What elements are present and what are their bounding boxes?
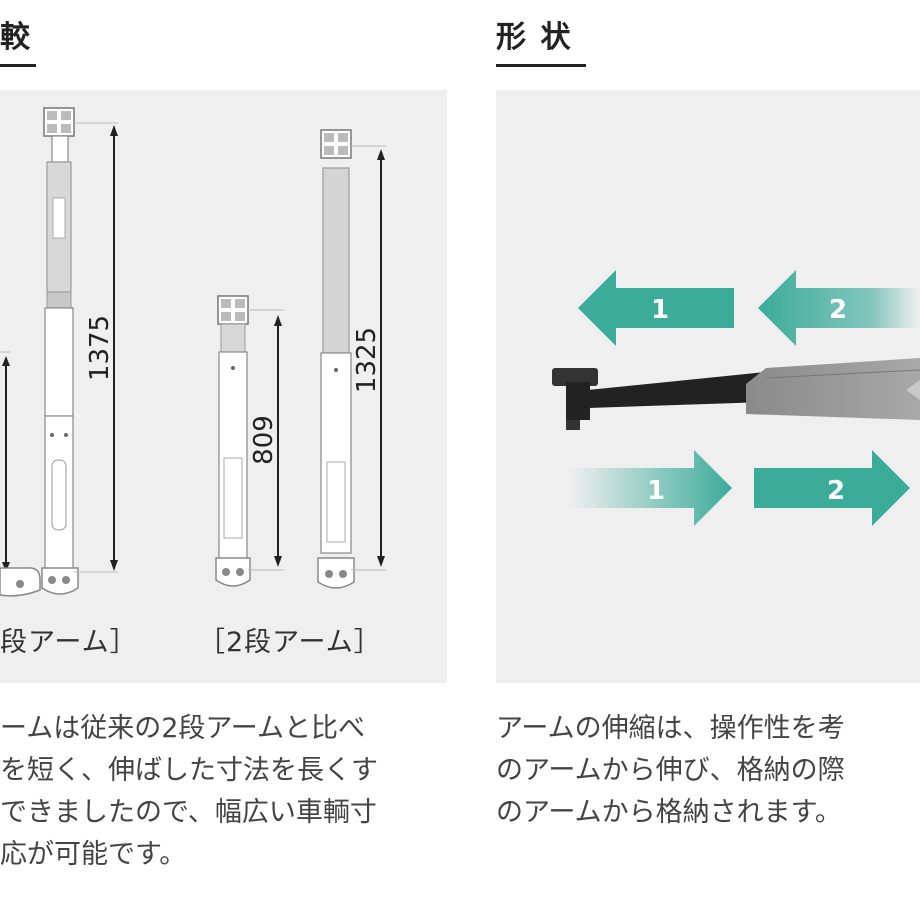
dimension-label-809: 809	[249, 415, 279, 465]
dimension-1375: 1375	[74, 122, 118, 573]
retract-arrow-2	[758, 270, 920, 346]
shape-line-2: のアームから伸び、格納の際	[496, 755, 845, 786]
shape-heading: 形 状	[496, 20, 573, 55]
shape-description: アームの伸縮は、操作性を考 のアームから伸び、格納の際 のアームから格納されます…	[496, 708, 845, 834]
retract-arrow-1	[578, 270, 734, 346]
arm-side-view	[552, 358, 920, 430]
dimension-809: 809	[248, 309, 284, 571]
shape-heading-underline	[496, 64, 586, 67]
arm-shape-panel: 1 2 1 2	[496, 90, 920, 683]
dimension-label-1325: 1325	[352, 327, 382, 393]
retract-arrow-label-1: 1	[651, 295, 669, 325]
two-stage-arm-809	[215, 295, 251, 587]
comparison-heading-underline	[0, 64, 36, 67]
comparison-line-3: できましたので、幅広い車輌寸	[0, 797, 377, 828]
comparison-line-2: を短く、伸ばした寸法を長くす	[0, 755, 378, 786]
extend-arrow-1	[570, 450, 732, 526]
comparison-heading: 較	[0, 20, 32, 55]
shape-line-3: のアームから格納されます。	[496, 797, 842, 828]
arm-comparison-panel: 1375 809	[0, 90, 447, 683]
caption-two-stage-arm: ［2段アーム］	[198, 627, 382, 658]
shape-line-1: アームの伸縮は、操作性を考	[496, 713, 845, 744]
arm-comparison-illustration: 1375 809	[0, 107, 386, 597]
extend-arrow-label-1: 1	[647, 476, 665, 506]
retract-arrow-label-2: 2	[829, 295, 847, 325]
caption-three-stage-arm: 段アーム］	[0, 627, 138, 658]
cut-off-arm-dimension	[0, 351, 10, 574]
extend-arrow-2	[754, 450, 910, 526]
arm-shape-illustration: 1 2 1 2	[552, 270, 920, 526]
cut-off-arm-foot	[0, 567, 41, 597]
two-stage-arm-1325	[317, 129, 355, 589]
dimension-label-1375: 1375	[85, 315, 115, 381]
extend-arrow-label-2: 2	[827, 476, 845, 506]
dimension-1325: 1325	[351, 145, 386, 571]
three-stage-arm-1375	[41, 107, 79, 595]
comparison-line-1: ームは従来の2段アームと比べ	[0, 713, 365, 744]
comparison-description: ームは従来の2段アームと比べ を短く、伸ばした寸法を長くす できましたので、幅広…	[0, 708, 378, 876]
comparison-line-4: 応が可能です。	[0, 839, 187, 870]
